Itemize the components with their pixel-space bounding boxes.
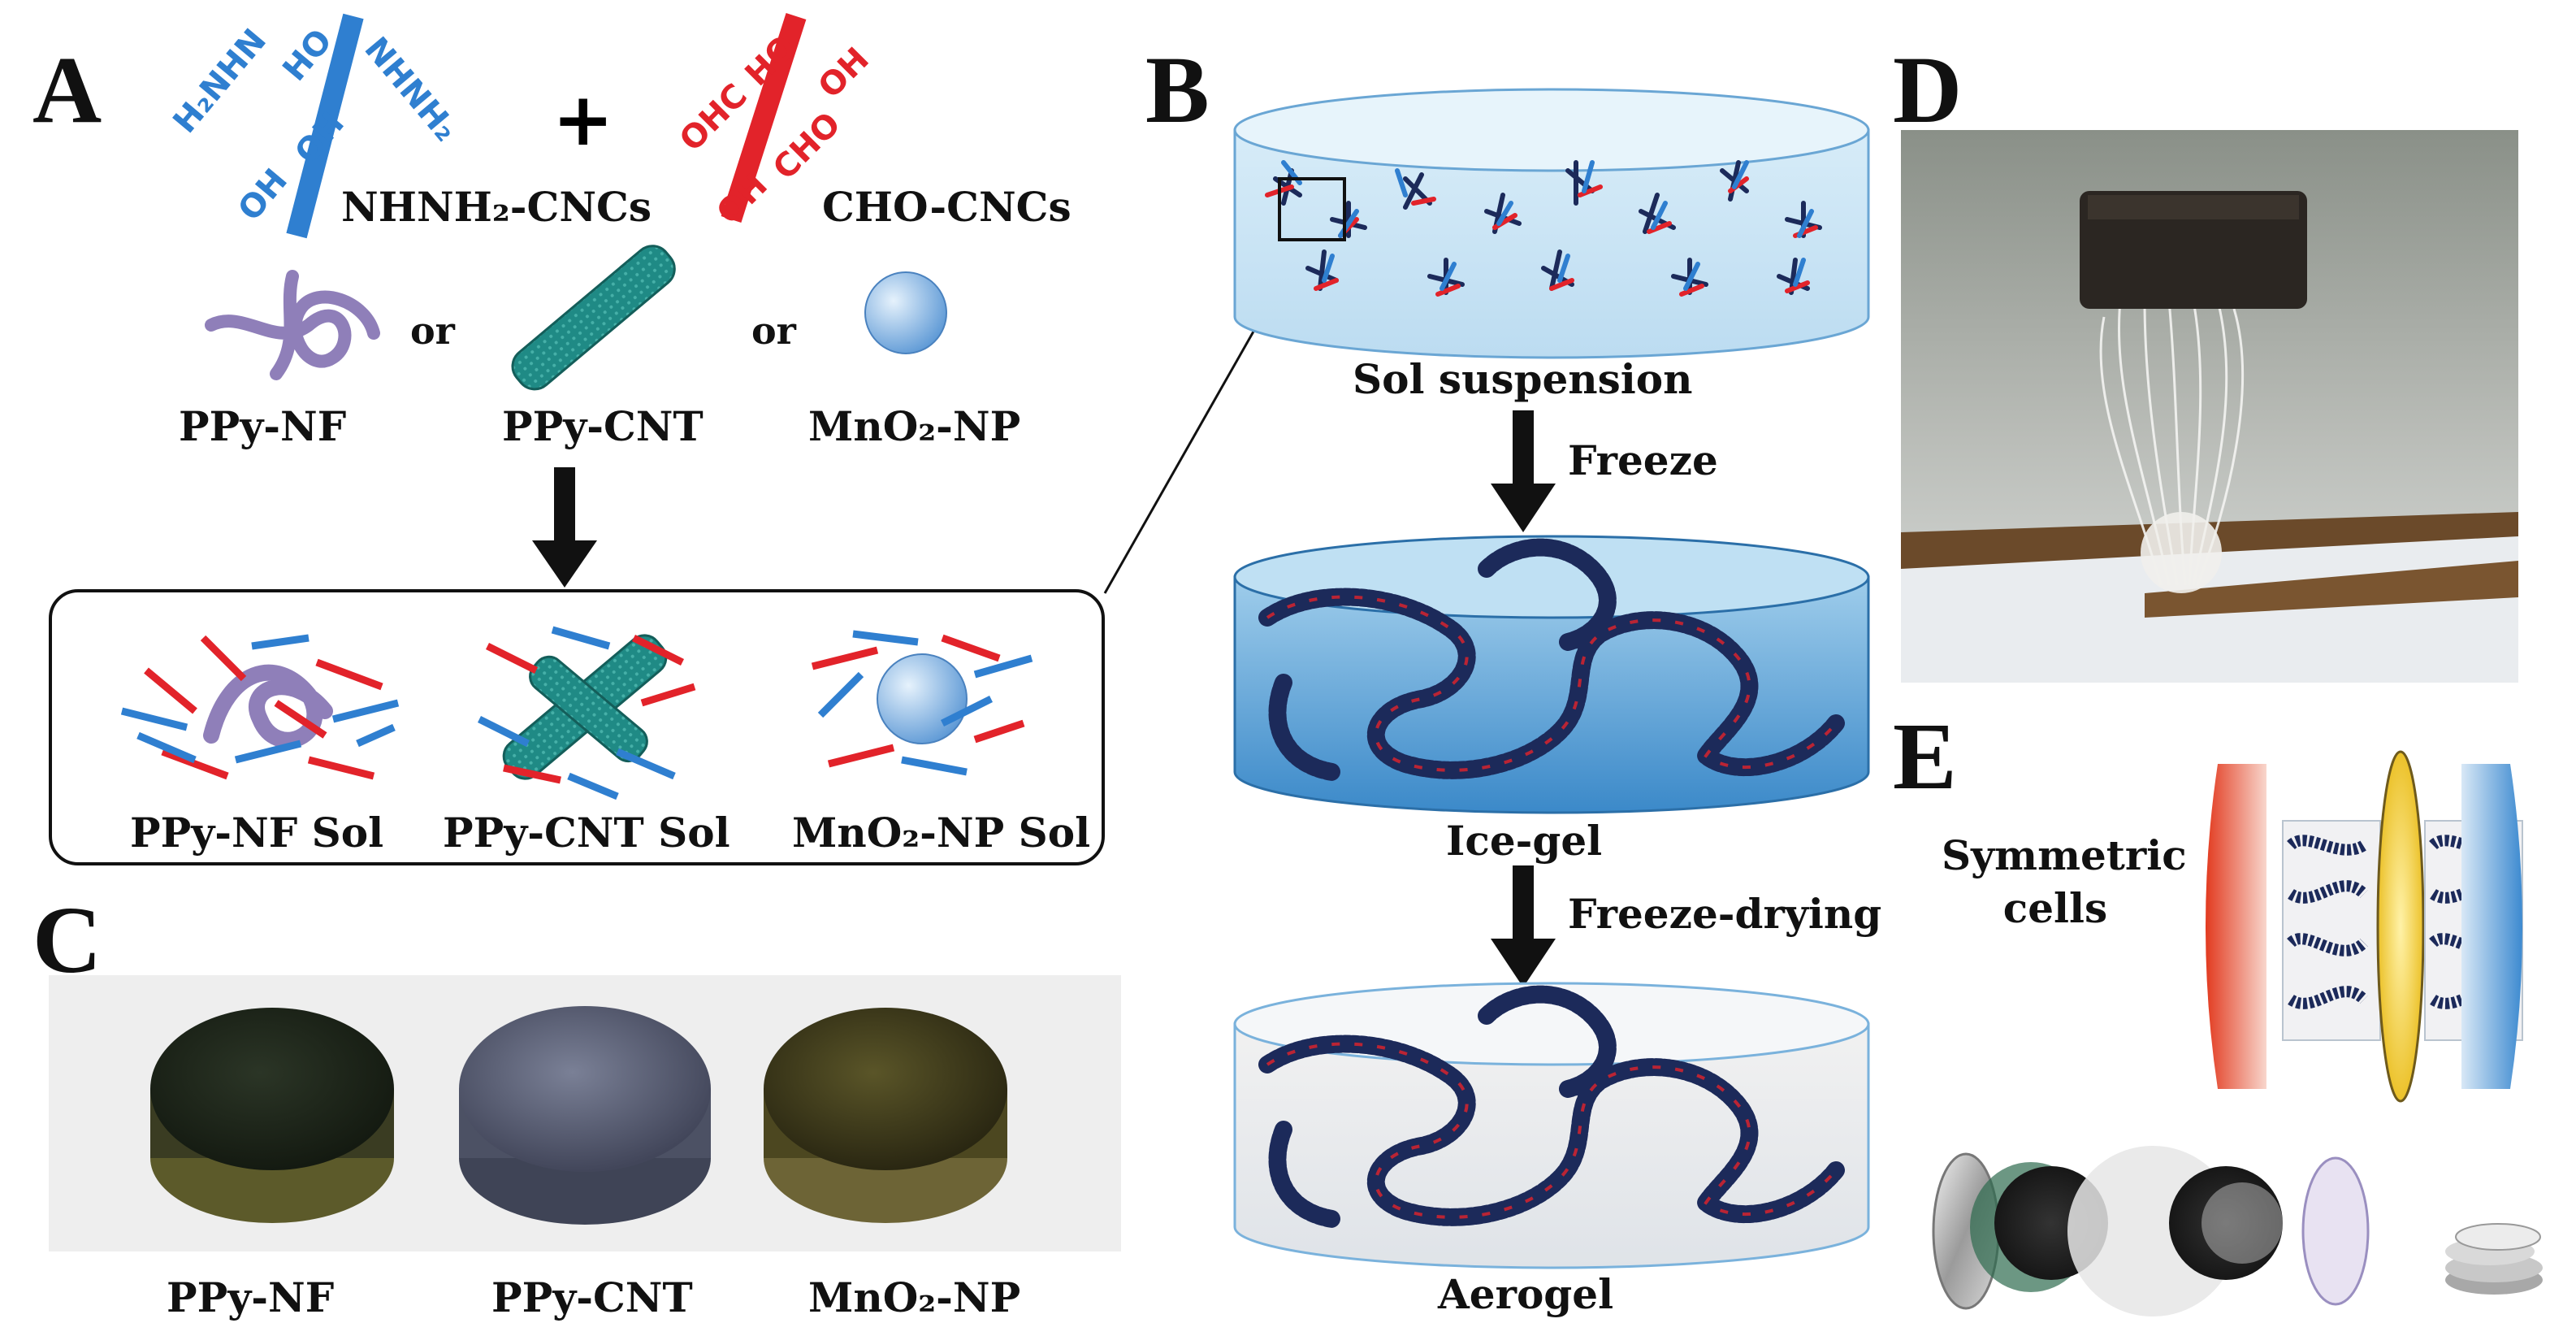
label-mno2-np-sol: MnO₂-NP Sol [792, 809, 1091, 857]
label-ppy-nf: PPy-NF [179, 402, 347, 450]
aerogel-on-feather-photo [1901, 130, 2518, 683]
aerogel-cylinder [1233, 982, 1870, 1269]
label-symmetric-cells: Symmetric cells [1942, 831, 2187, 932]
label-mno2-np: MnO₂-NP [808, 402, 1021, 450]
arrow-down-freeze [1491, 410, 1556, 532]
panel-b: Sol suspension Freeze Ice-gel Freeze-dry… [1219, 65, 1885, 1333]
hydrazide-cnc-rod [286, 13, 364, 239]
label-sample-ppy-nf: PPy-NF [167, 1273, 335, 1321]
sol-suspension-cylinder [1233, 88, 1870, 359]
label-ice-gel: Ice-gel [1446, 817, 1603, 865]
label-sol-suspension: Sol suspension [1353, 355, 1693, 403]
or-text-1: or [410, 309, 455, 353]
ppy-nf-icon [205, 270, 380, 380]
label-hydrazide-cncs: NHNH₂-CNCs [341, 183, 652, 231]
label-freeze-drying: Freeze-drying [1568, 890, 1882, 938]
mno2-np-icon [864, 271, 947, 354]
label-ppy-nf-sol: PPy-NF Sol [130, 809, 384, 857]
sample-ppy-nf [150, 1008, 394, 1223]
panel-c [49, 975, 1121, 1251]
arrow-down-freeze-drying [1491, 865, 1556, 987]
sample-mno2-np [764, 1008, 1007, 1223]
panel-a: H₂NHN HO NHNH₂ OH OH + HO OH OHC CHO OH … [0, 0, 1137, 878]
coin-cell-stack [2445, 1223, 2543, 1295]
mno2-np-sol-illustration [811, 630, 1033, 776]
ppy-cnt-icon [511, 245, 676, 391]
label-sample-mno2-np: MnO₂-NP [808, 1273, 1021, 1321]
label-ppy-cnt: PPy-CNT [502, 402, 704, 450]
ppy-nf-sol-illustration [120, 634, 400, 780]
plus-sign: + [552, 77, 614, 163]
ppy-cnt-sol-illustration [477, 626, 696, 800]
or-text-2: or [751, 309, 796, 353]
ice-gel-cylinder [1233, 535, 1870, 814]
sample-ppy-cnt [459, 1006, 711, 1225]
aldehyde-cnc-rod [721, 13, 807, 223]
coin-cell-components-photo [1932, 1146, 2543, 1316]
label-aldehyde-cncs: CHO-CNCs [822, 183, 1072, 231]
panel-label-c: C [32, 887, 102, 993]
panel-label-b: B [1145, 37, 1210, 143]
label-ppy-cnt-sol: PPy-CNT Sol [443, 809, 730, 857]
panel-label-e: E [1893, 703, 1957, 809]
panel-label-d: D [1893, 37, 1963, 143]
label-sample-ppy-cnt: PPy-CNT [491, 1273, 693, 1321]
panel-label-a: A [32, 37, 102, 143]
sol-box [49, 589, 1105, 865]
symmetric-cell-schematic [2206, 750, 2523, 1103]
arrow-down-a [532, 467, 597, 588]
panel-d [1901, 130, 2518, 683]
label-freeze: Freeze [1568, 436, 1718, 484]
label-aerogel: Aerogel [1438, 1270, 1614, 1318]
aerogel-samples-photo [150, 1006, 1007, 1225]
